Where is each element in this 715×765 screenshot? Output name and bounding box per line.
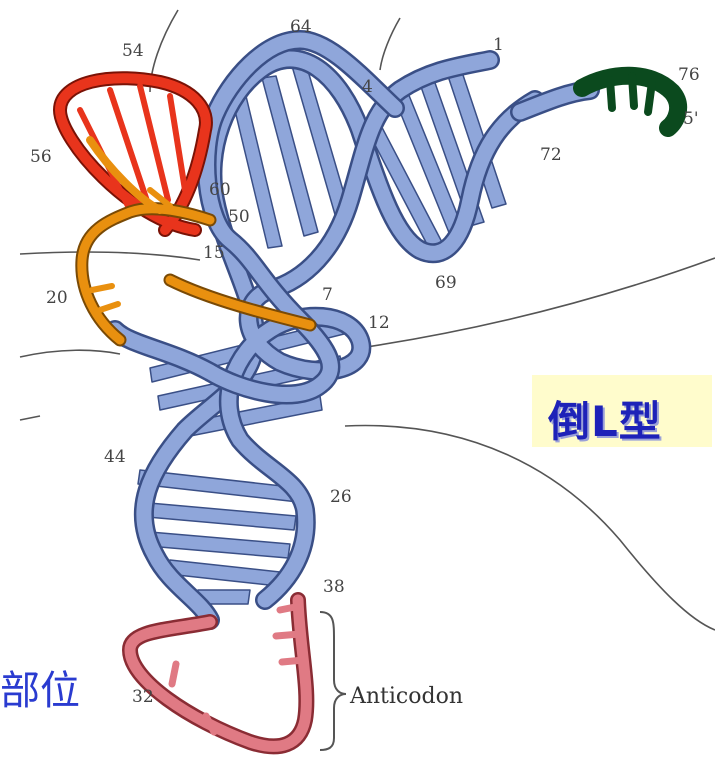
backbone-strands	[115, 40, 590, 620]
label-26: 26	[330, 487, 352, 507]
label-32: 32	[132, 687, 154, 707]
label-56: 56	[30, 147, 52, 167]
label-4: 4	[362, 77, 373, 97]
label-64: 64	[290, 17, 312, 37]
label-5prime: 5'	[683, 109, 699, 129]
label-1: 1	[493, 35, 504, 55]
label-12: 12	[368, 313, 390, 333]
label-72: 72	[540, 145, 562, 165]
label-20: 20	[46, 288, 68, 308]
label-44: 44	[104, 447, 126, 467]
label-7: 7	[322, 285, 333, 305]
label-50: 50	[228, 207, 250, 227]
label-38: 38	[323, 577, 345, 597]
label-54: 54	[122, 41, 144, 61]
label-15: 15	[203, 243, 225, 263]
label-60: 60	[209, 180, 231, 200]
caption-inverted-l: 倒L型	[548, 388, 662, 449]
label-76: 76	[678, 65, 700, 85]
anticodon-label: Anticodon	[349, 684, 463, 709]
anticodon-brace	[320, 612, 346, 750]
label-69: 69	[435, 273, 457, 293]
side-text: 部位	[0, 658, 80, 716]
acceptor-end	[582, 76, 678, 128]
